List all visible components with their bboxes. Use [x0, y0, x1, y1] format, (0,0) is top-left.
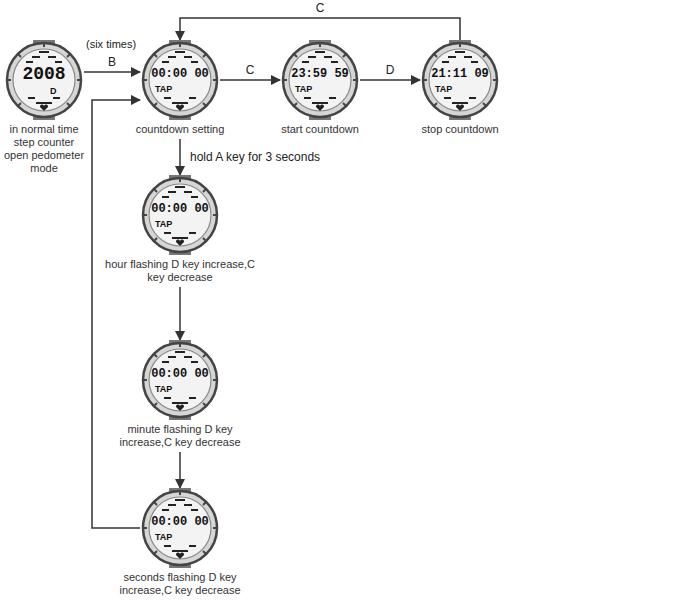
key-label: C	[314, 1, 327, 15]
flow-arrow	[220, 79, 280, 81]
step-note: (six times)	[86, 38, 136, 51]
lcd-digits: 00:00 00	[140, 67, 220, 81]
lcd-indicator: TAP	[435, 84, 452, 94]
lcd-digits: 23:59 59	[280, 67, 360, 81]
key-label: D	[384, 63, 397, 77]
lcd-indicator: TAP	[155, 219, 172, 229]
mode-caption: minute flashing D key increase,C key dec…	[100, 423, 260, 449]
lcd-indicator: TAP	[155, 532, 172, 542]
flow-arrow	[92, 100, 140, 528]
mode-caption: seconds flashing D key increase,C key de…	[100, 571, 260, 597]
lcd-digits: 2008	[4, 64, 84, 84]
mode-caption: hour flashing D key increase,C key decre…	[100, 258, 260, 284]
flow-arrow	[180, 18, 460, 40]
lcd-indicator: TAP	[295, 84, 312, 94]
lcd-indicator: TAP	[155, 84, 172, 94]
lcd-indicator: TAP	[155, 384, 172, 394]
key-label: B	[106, 55, 118, 69]
mode-caption: countdown setting	[120, 123, 240, 136]
watch-node: 00:00 00TAPseconds flashing D key increa…	[140, 488, 220, 568]
flow-arrow	[179, 452, 181, 488]
watch-node: 23:59 59TAPstart countdown	[280, 40, 360, 120]
watch-node: 00:00 00TAPcountdown setting	[140, 40, 220, 120]
flow-arrow	[179, 139, 181, 175]
flow-arrow	[360, 79, 420, 81]
flow-arrow	[179, 287, 181, 340]
lcd-digits: 21:11 09	[420, 67, 500, 81]
mode-caption: start countdown	[268, 123, 372, 136]
lcd-digits: 00:00 00	[140, 515, 220, 529]
lcd-digits: 00:00 00	[140, 367, 220, 381]
mode-caption: stop countdown	[408, 123, 512, 136]
key-label: C	[244, 63, 257, 77]
watch-node: 2008Din normal time step counter open pe…	[4, 40, 84, 120]
lcd-digits: 00:00 00	[140, 202, 220, 216]
watch-node: 21:11 09TAPstop countdown	[420, 40, 500, 120]
watch-node: 00:00 00TAPhour flashing D key increase,…	[140, 175, 220, 255]
mode-caption: in normal time step counter open pedomet…	[2, 123, 86, 175]
lcd-indicator: D	[50, 86, 57, 96]
flow-arrow	[84, 71, 140, 73]
key-label: hold A key for 3 seconds	[188, 150, 322, 164]
watch-node: 00:00 00TAPminute flashing D key increas…	[140, 340, 220, 420]
